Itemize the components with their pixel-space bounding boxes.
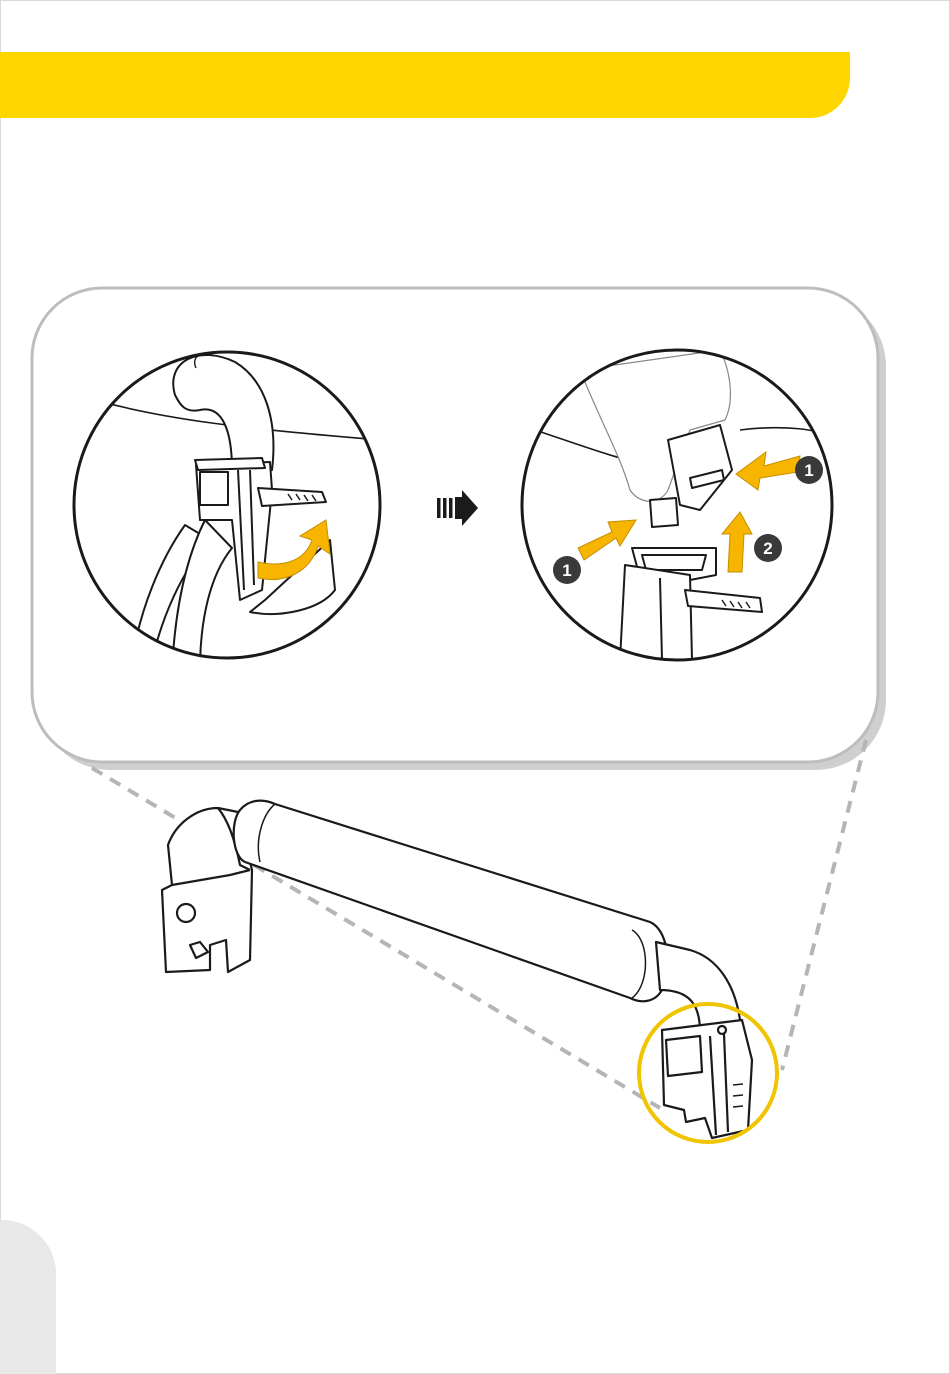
step-badge: 1 xyxy=(795,456,823,484)
svg-text:2: 2 xyxy=(763,539,772,558)
step-badge: 1 xyxy=(553,556,581,584)
svg-text:1: 1 xyxy=(804,461,813,480)
bumper-bar-illustration xyxy=(162,801,752,1138)
svg-text:1: 1 xyxy=(562,561,571,580)
step-badge: 2 xyxy=(754,534,782,562)
